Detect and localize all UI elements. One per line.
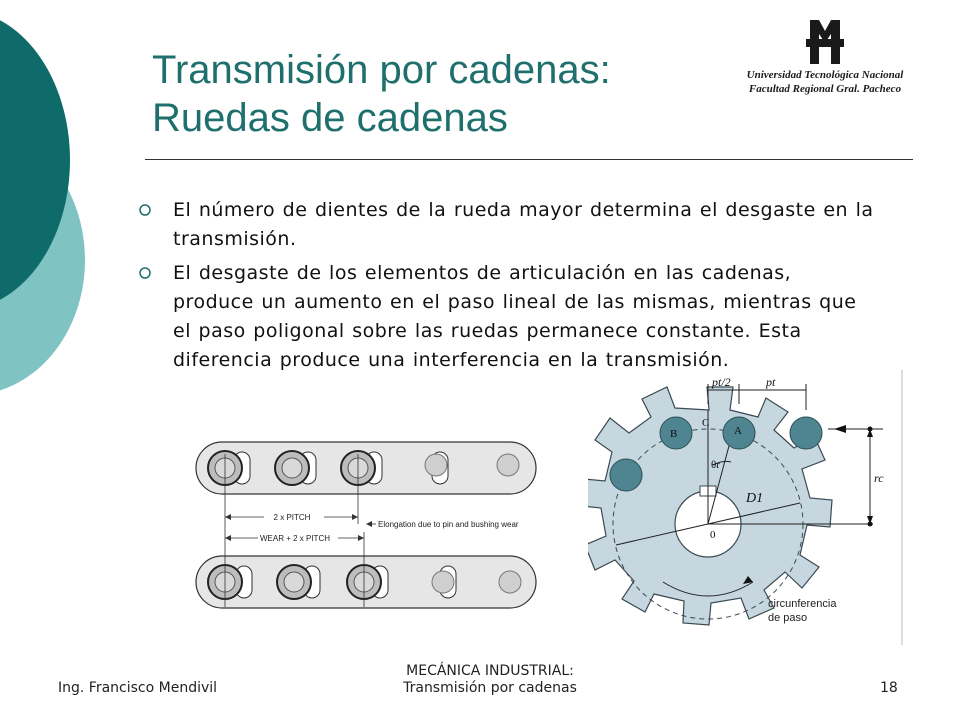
title-line-1: Transmisión por cadenas:	[152, 48, 611, 92]
pitch-circle-label-1: circunferencia	[768, 598, 837, 610]
chain-wear-figure: 2 x PITCH WEAR + 2 x PITCH Elongation du…	[195, 441, 537, 609]
footer-course-line-2: Transmisión por cadenas	[403, 680, 577, 696]
footer-course-line-1: MECÁNICA INDUSTRIAL:	[406, 663, 574, 679]
wear-pitch-label: WEAR + 2 x PITCH	[260, 534, 330, 543]
origin-label: 0	[710, 529, 716, 541]
d1-label: D1	[745, 491, 763, 506]
footer-course: MECÁNICA INDUSTRIAL: Transmisión por cad…	[380, 663, 600, 697]
pt-label: pt	[765, 375, 776, 389]
bullet-ring-icon	[139, 267, 151, 279]
footer-author: Ing. Francisco Mendivil	[58, 680, 218, 696]
bullet-text: El desgaste de los elementos de articula…	[173, 262, 857, 371]
pitch-circle-label-2: de paso	[768, 612, 807, 624]
bullet-text: El número de dientes de la rueda mayor d…	[173, 199, 874, 250]
bullet-ring-icon	[139, 204, 151, 216]
pt-half-label: pt/2	[711, 375, 731, 389]
dark-teal-circle	[0, 20, 70, 300]
university-line-2: Facultad Regional Gral. Pacheco	[748, 83, 902, 95]
elongation-label: Elongation due to pin and bushing wear	[378, 520, 519, 529]
bullet-item: El desgaste de los elementos de articula…	[135, 259, 875, 375]
bullet-list: El número de dientes de la rueda mayor d…	[135, 196, 875, 380]
decorative-circles	[0, 20, 85, 391]
point-c-label: C	[702, 417, 709, 429]
title-line-2: Ruedas de cadenas	[152, 96, 508, 140]
pitch-label: 2 x PITCH	[274, 513, 311, 522]
page-number: 18	[880, 680, 898, 696]
slide-title: Transmisión por cadenas: Ruedas de caden…	[152, 46, 611, 142]
title-divider	[145, 159, 913, 160]
theta-label: θr	[711, 459, 720, 471]
sprocket-figure: pt/2 pt B C A θr D1 0 rc circunferencia …	[588, 370, 903, 645]
university-name: Universidad Tecnológica Nacional Faculta…	[735, 68, 915, 96]
utn-logo-icon	[806, 20, 844, 64]
point-b-label: B	[670, 428, 677, 440]
rc-label: rc	[874, 471, 884, 485]
university-line-1: Universidad Tecnológica Nacional	[746, 69, 904, 81]
bullet-item: El número de dientes de la rueda mayor d…	[135, 196, 875, 254]
point-a-label: A	[734, 425, 742, 437]
